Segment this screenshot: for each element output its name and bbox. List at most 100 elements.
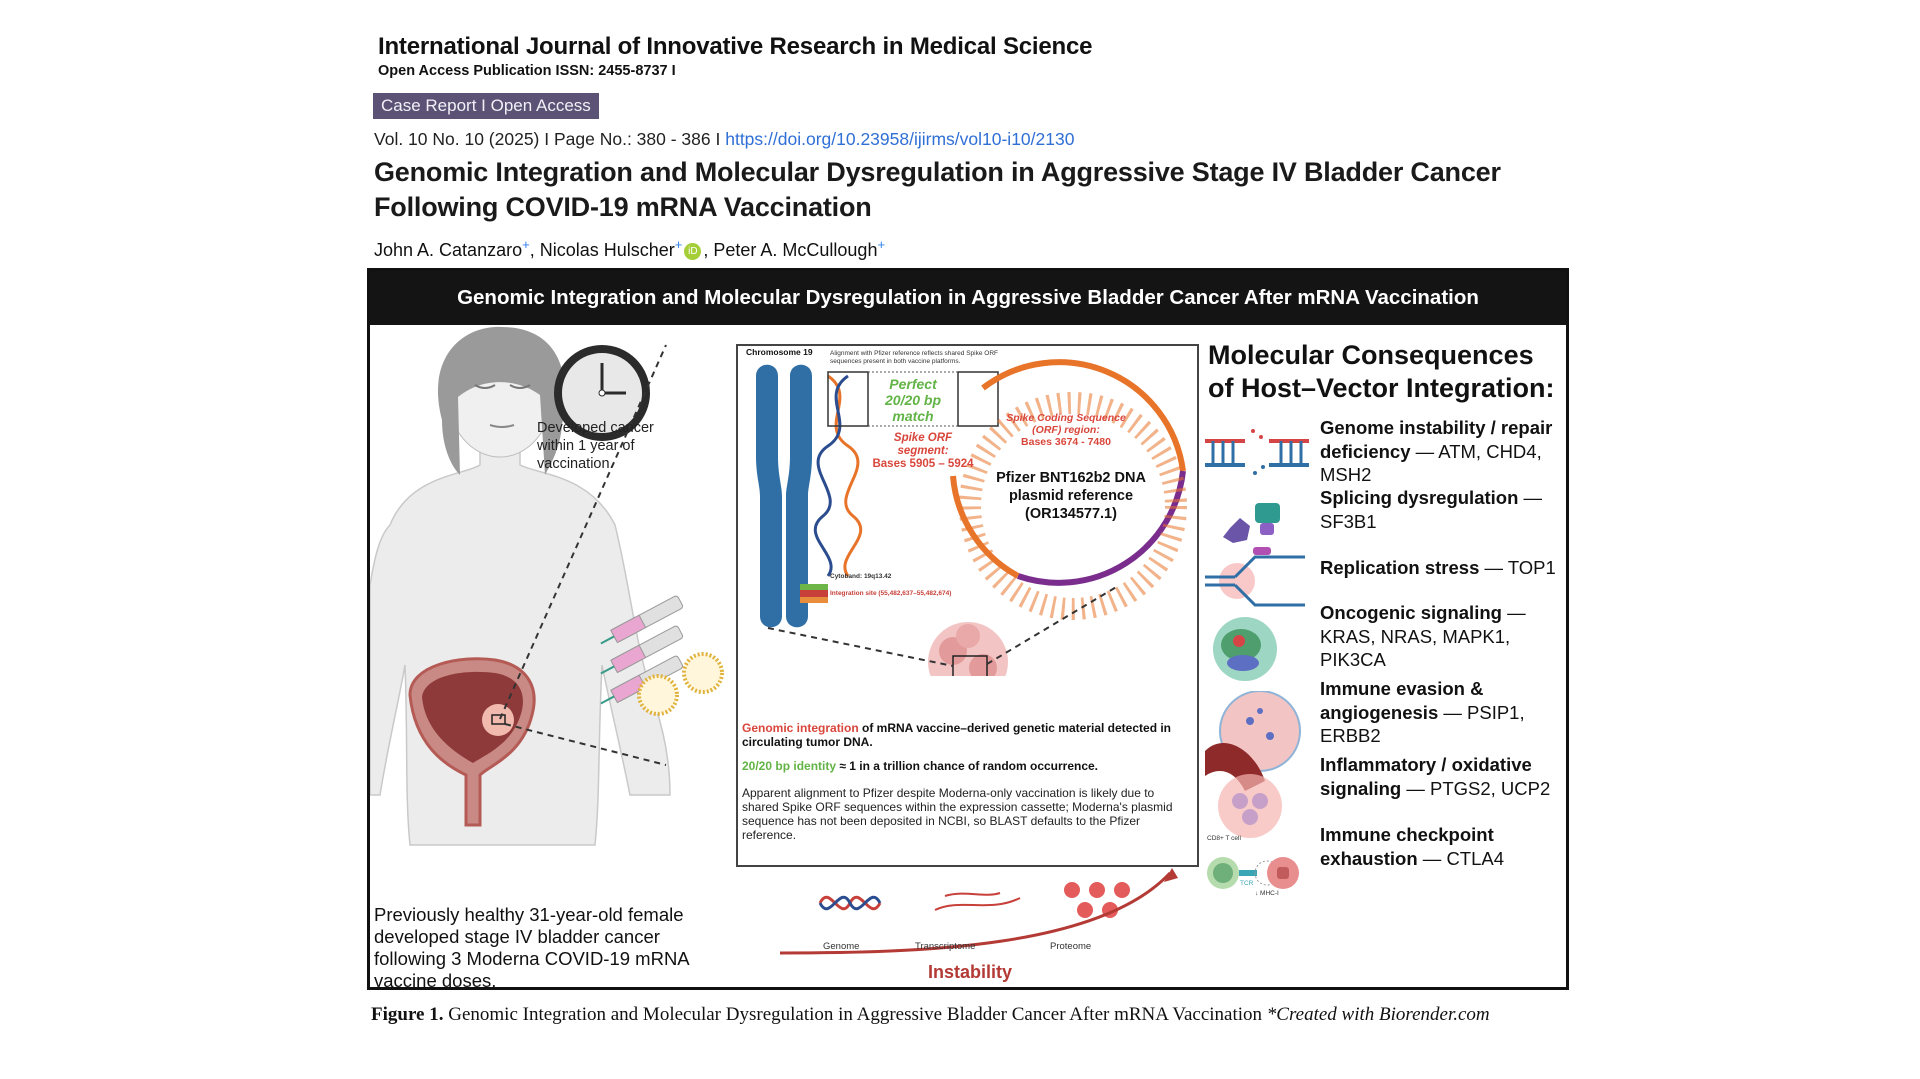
tcell-label: CD8+ T cell (1207, 835, 1241, 842)
cytoband-label: Cytoband: 19q13.42 (830, 573, 892, 580)
genome-label: Genome (823, 941, 860, 952)
transcriptome-label: Transcriptome (915, 941, 976, 952)
journal-name: International Journal of Innovative Rese… (378, 33, 1093, 60)
tumor-cluster-icon (928, 622, 1008, 676)
orcid-icon[interactable]: iD (684, 242, 702, 260)
finding-alignment-explanation: Apparent alignment to Pfizer despite Mod… (742, 786, 1173, 842)
lipid-nanoparticle-icon (682, 652, 724, 694)
volume-line: Vol. 10 No. 10 (2025) I Page No.: 380 - … (374, 129, 1074, 150)
doi-link[interactable]: https://doi.org/10.23958/ijirms/vol10-i1… (725, 129, 1075, 149)
mhc-label: ↓ MHC-I (1255, 890, 1279, 897)
consequence-name: Inflammatory / oxidative signaling (1320, 754, 1532, 799)
patient-summary: Previously healthy 31-year-old female de… (374, 904, 689, 991)
consequences-title-line: of Host–Vector Integration: (1208, 373, 1555, 403)
chromosome-label: Chromosome 19 (746, 347, 813, 357)
ras-protein-icon (1213, 617, 1277, 681)
volume-info: Vol. 10 No. 10 (2025) I Page No.: 380 - … (374, 129, 721, 149)
integration-site-label: Integration site (55,482,637–55,482,674) (830, 590, 952, 597)
integration-panel: Chromosome 19 Alignment with Pfizer refe… (736, 344, 1199, 867)
broken-dna-icon (1205, 429, 1309, 475)
bladder-illustration (408, 657, 536, 827)
lipid-nanoparticle-icon (637, 674, 679, 716)
consequence-genes: — PTGS2, UCP2 (1401, 777, 1551, 799)
affiliation-mark: + (522, 237, 530, 252)
finding-text: ≈ 1 in a trillion chance of random occur… (836, 759, 1099, 773)
caption-label: Figure 1. (371, 1004, 444, 1025)
consequence-name: Genome instability / repair deficiency (1320, 417, 1553, 462)
consequences-title: Molecular Consequences of Host–Vector In… (1208, 339, 1555, 405)
consequence-item: Genome instability / repair deficiency —… (1320, 416, 1575, 487)
chromosome-icon (756, 364, 812, 628)
spike-segment: Spike ORF segment: Bases 5905 – 5924 (868, 432, 978, 471)
finding-genomic-integration: Genomic integration of mRNA vaccine–deri… (742, 721, 1194, 749)
article-type-badge: Case Report I Open Access (373, 93, 599, 119)
instability-arrow (779, 871, 1172, 955)
author-list: John A. Catanzaro+, Nicolas Hulscher+iD,… (374, 237, 886, 260)
finding-bp-identity: 20/20 bp identity ≈ 1 in a trillion chan… (742, 759, 1194, 773)
consequence-genes: — ATM, CHD4, MSH2 (1320, 440, 1542, 486)
plasmid-label: Pfizer BNT162b2 DNA plasmid reference (996, 470, 1146, 504)
figure-caption: Figure 1. Genomic Integration and Molecu… (371, 996, 1571, 1033)
spike-segment-label: Spike ORF segment: (893, 432, 953, 457)
consequence-name: Replication stress (1320, 557, 1480, 578)
consequence-genes: — SF3B1 (1320, 487, 1543, 532)
plasmid-reference: Pfizer BNT162b2 DNA plasmid reference (O… (996, 469, 1146, 523)
issn-line: Open Access Publication ISSN: 2455-8737 … (378, 63, 676, 79)
body-silhouette (370, 434, 671, 846)
plasmid-id: (OR134577.1) (1025, 506, 1117, 522)
author-name[interactable]: John A. Catanzaro (374, 240, 523, 260)
alignment-note: Alignment with Pfizer reference reflects… (830, 350, 998, 365)
instability-label: Instability (928, 962, 1013, 982)
consequence-genes: — TOP1 (1479, 557, 1556, 578)
coding-seq-bases: Bases 3674 - 7480 (1021, 436, 1111, 448)
clock-caption: Developed cancer within 1 year of vaccin… (537, 420, 654, 472)
dna-helix-icon (814, 374, 862, 577)
match-label: Perfect 20/20 bp match (884, 376, 942, 424)
tcell-icon (1207, 857, 1299, 889)
finding-highlight: 20/20 bp identity (742, 759, 837, 773)
consequence-genes: — CTLA4 (1417, 847, 1505, 869)
coding-sequence: Spike Coding Sequence (ORF) region: Base… (1006, 412, 1126, 448)
tcr-label: TCR (1240, 880, 1254, 887)
chromosome-plasmid-diagram (756, 359, 1187, 676)
consequences-title-line: Molecular Consequences (1208, 340, 1534, 370)
clock-icon (554, 345, 650, 441)
proteome-icon (1064, 882, 1130, 918)
transcriptome-icon (934, 892, 1021, 911)
patient-illustration (370, 326, 724, 846)
plasmid-ring (950, 359, 1187, 620)
consequence-name: Oncogenic signaling (1320, 602, 1502, 623)
instability-diagram (779, 868, 1178, 955)
finding-text: of mRNA vaccine–derived genetic material… (742, 721, 1172, 749)
inflammation-icon (1218, 774, 1282, 838)
finding-highlight: Genomic integration (742, 721, 859, 735)
author-name[interactable]: Peter A. McCullough (713, 240, 878, 260)
consequence-item: Replication stress — TOP1 (1320, 556, 1575, 580)
coding-seq-label: Spike Coding Sequence (ORF) region: (1006, 412, 1126, 436)
caption-credit: *Created with Biorender.com (1266, 1004, 1490, 1025)
consequence-name: Splicing dysregulation (1320, 487, 1519, 508)
integration-band (800, 590, 828, 597)
spike-segment-bases: Bases 5905 – 5924 (872, 458, 974, 470)
consequence-name: Immune evasion & angiogenesis (1320, 678, 1484, 723)
safe-harbor-band (800, 584, 828, 590)
article-title: Genomic Integration and Molecular Dysreg… (374, 157, 1501, 222)
consequence-item: Inflammatory / oxidative signaling — PTG… (1320, 753, 1575, 800)
genome-icon (818, 895, 882, 911)
consequence-item: Immune checkpoint exhaustion — CTLA4 (1320, 823, 1575, 870)
author-name[interactable]: Nicolas Hulscher (539, 240, 675, 260)
znf-cluster-band (800, 597, 828, 603)
proteome-label: Proteome (1050, 941, 1092, 952)
replication-fork-icon (1205, 555, 1305, 607)
caption-text: Genomic Integration and Molecular Dysreg… (443, 1004, 1267, 1025)
consequence-item: Immune evasion & angiogenesis — PSIP1, E… (1320, 677, 1575, 748)
consequence-genes: — KRAS, NRAS, MAPK1, PIK3CA (1320, 602, 1526, 670)
spliceosome-icon (1223, 503, 1280, 555)
affiliation-mark: + (674, 237, 683, 252)
affiliation-mark: + (877, 237, 886, 252)
consequence-item: Splicing dysregulation — SF3B1 (1320, 486, 1575, 533)
consequence-name: Immune checkpoint exhaustion (1320, 824, 1494, 869)
figure-banner-title: Genomic Integration and Molecular Dysreg… (370, 271, 1566, 325)
consequence-genes: — PSIP1, ERBB2 (1320, 701, 1525, 747)
consequence-item: Oncogenic signaling — KRAS, NRAS, MAPK1,… (1320, 601, 1575, 672)
